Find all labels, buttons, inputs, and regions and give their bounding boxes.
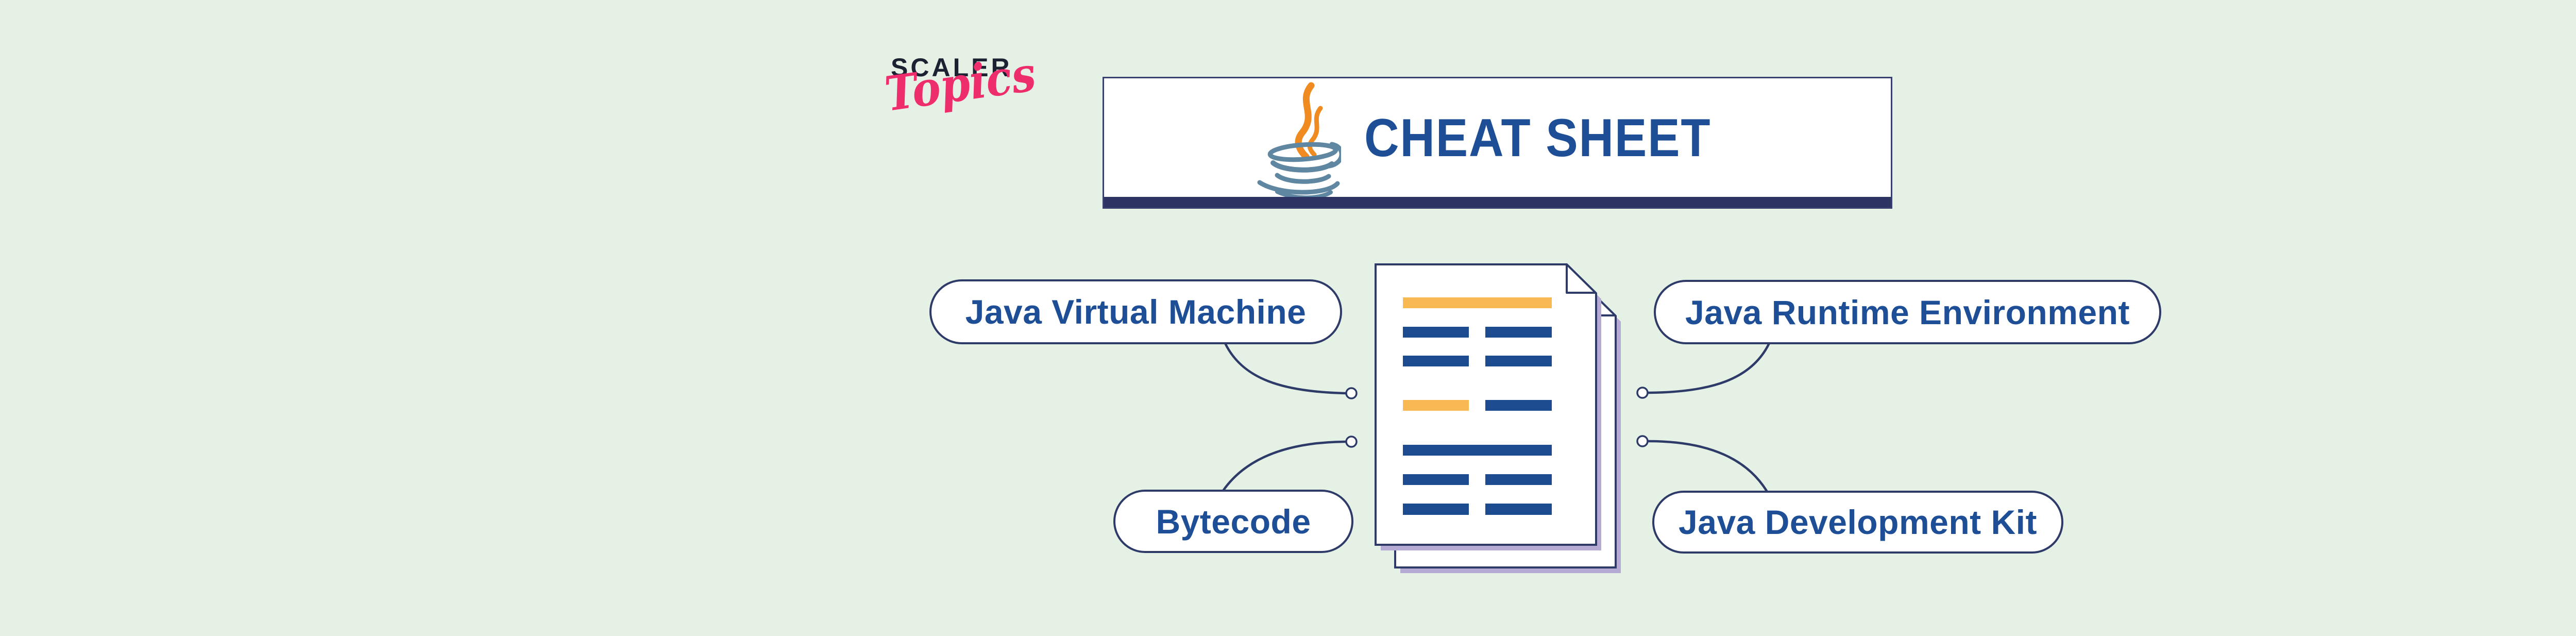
node-pill-jdk: Java Development Kit xyxy=(1652,491,2063,554)
node-label: Java Development Kit xyxy=(1679,503,2037,541)
document-text-bars xyxy=(1403,297,1552,515)
node-label: Bytecode xyxy=(1156,502,1311,541)
connector-line-jre xyxy=(1647,342,1771,394)
front-page-dogear xyxy=(1566,263,1597,294)
bar-blue xyxy=(1485,356,1552,366)
bar-orange xyxy=(1403,400,1469,411)
cup-body-line-2 xyxy=(1275,173,1331,184)
bar-blue xyxy=(1403,504,1469,515)
node-pill-jvm: Java Virtual Machine xyxy=(929,279,1342,344)
brand-logo: SCALER Topics xyxy=(882,46,1048,163)
document-icon xyxy=(1375,263,1621,573)
node-label: Java Runtime Environment xyxy=(1685,293,2130,331)
bar-blue xyxy=(1485,327,1552,338)
connector-line-bytecode xyxy=(1222,440,1347,492)
cup-rim xyxy=(1267,142,1338,162)
connector-dot xyxy=(1345,436,1358,448)
saucer-swoosh-2 xyxy=(1275,190,1333,197)
bar-blue xyxy=(1403,356,1469,366)
connector-dot xyxy=(1345,387,1358,399)
steam-flame-left xyxy=(1295,82,1315,160)
cheat-sheet-banner: CHEAT SHEET xyxy=(1103,77,1892,209)
brand-name: SCALER xyxy=(891,53,1012,82)
banner-title: CHEAT SHEET xyxy=(1364,108,1711,168)
bar-blue xyxy=(1485,400,1552,411)
bar-blue xyxy=(1403,327,1469,338)
connector-line-jdk xyxy=(1647,440,1769,493)
connectors xyxy=(1222,342,1771,493)
cup-body-line-1 xyxy=(1270,160,1334,173)
node-label: Java Virtual Machine xyxy=(965,293,1307,331)
bar-blue-full xyxy=(1403,445,1552,456)
banner-bottom-bar xyxy=(1104,197,1891,207)
node-pill-jre: Java Runtime Environment xyxy=(1654,280,2161,344)
saucer-swoosh-1 xyxy=(1257,180,1340,195)
bar-blue xyxy=(1403,474,1469,485)
bar-orange-full xyxy=(1403,297,1552,308)
connector-line-jvm xyxy=(1224,342,1347,395)
bar-blue xyxy=(1485,504,1552,515)
connector-dots xyxy=(1345,387,1649,448)
bar-blue xyxy=(1485,474,1552,485)
steam-flame-right xyxy=(1307,106,1323,157)
node-pill-bytecode: Bytecode xyxy=(1113,490,1353,553)
java-cup-icon xyxy=(1257,82,1341,197)
connector-dot xyxy=(1636,435,1649,447)
connector-dot xyxy=(1636,387,1649,399)
